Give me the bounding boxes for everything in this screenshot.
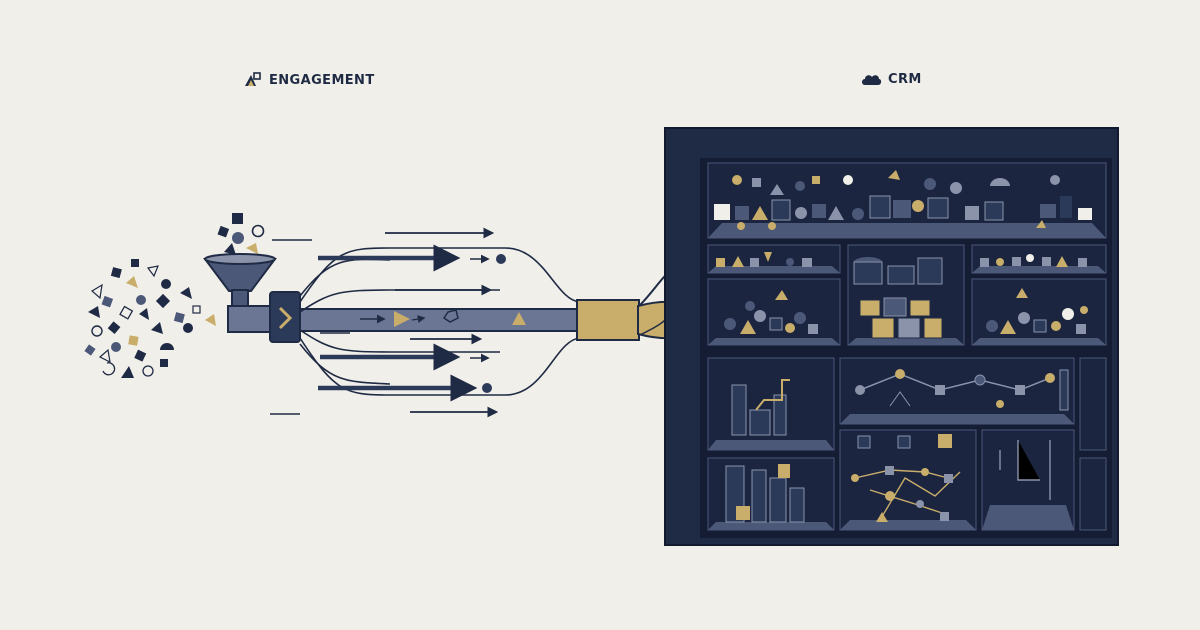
crm-shelf-row-5 [707, 429, 1107, 531]
cloud-icon [860, 73, 882, 87]
crm-cabinet [664, 127, 1119, 546]
scattered-data-fragments [84, 259, 216, 378]
engagement-label: ENGAGEMENT [243, 72, 375, 88]
shapes-icon [243, 72, 263, 88]
intake-funnel [203, 213, 277, 309]
crm-shelf-row-3 [707, 257, 1107, 346]
crm-shelf-top [707, 162, 1107, 239]
main-pipe [299, 308, 581, 332]
crm-label-text: CRM [888, 72, 922, 87]
crm-label: CRM [860, 72, 922, 87]
engagement-label-text: ENGAGEMENT [269, 72, 375, 88]
flow-arrows [270, 227, 506, 418]
crm-shelf-row-4 [707, 357, 1107, 451]
